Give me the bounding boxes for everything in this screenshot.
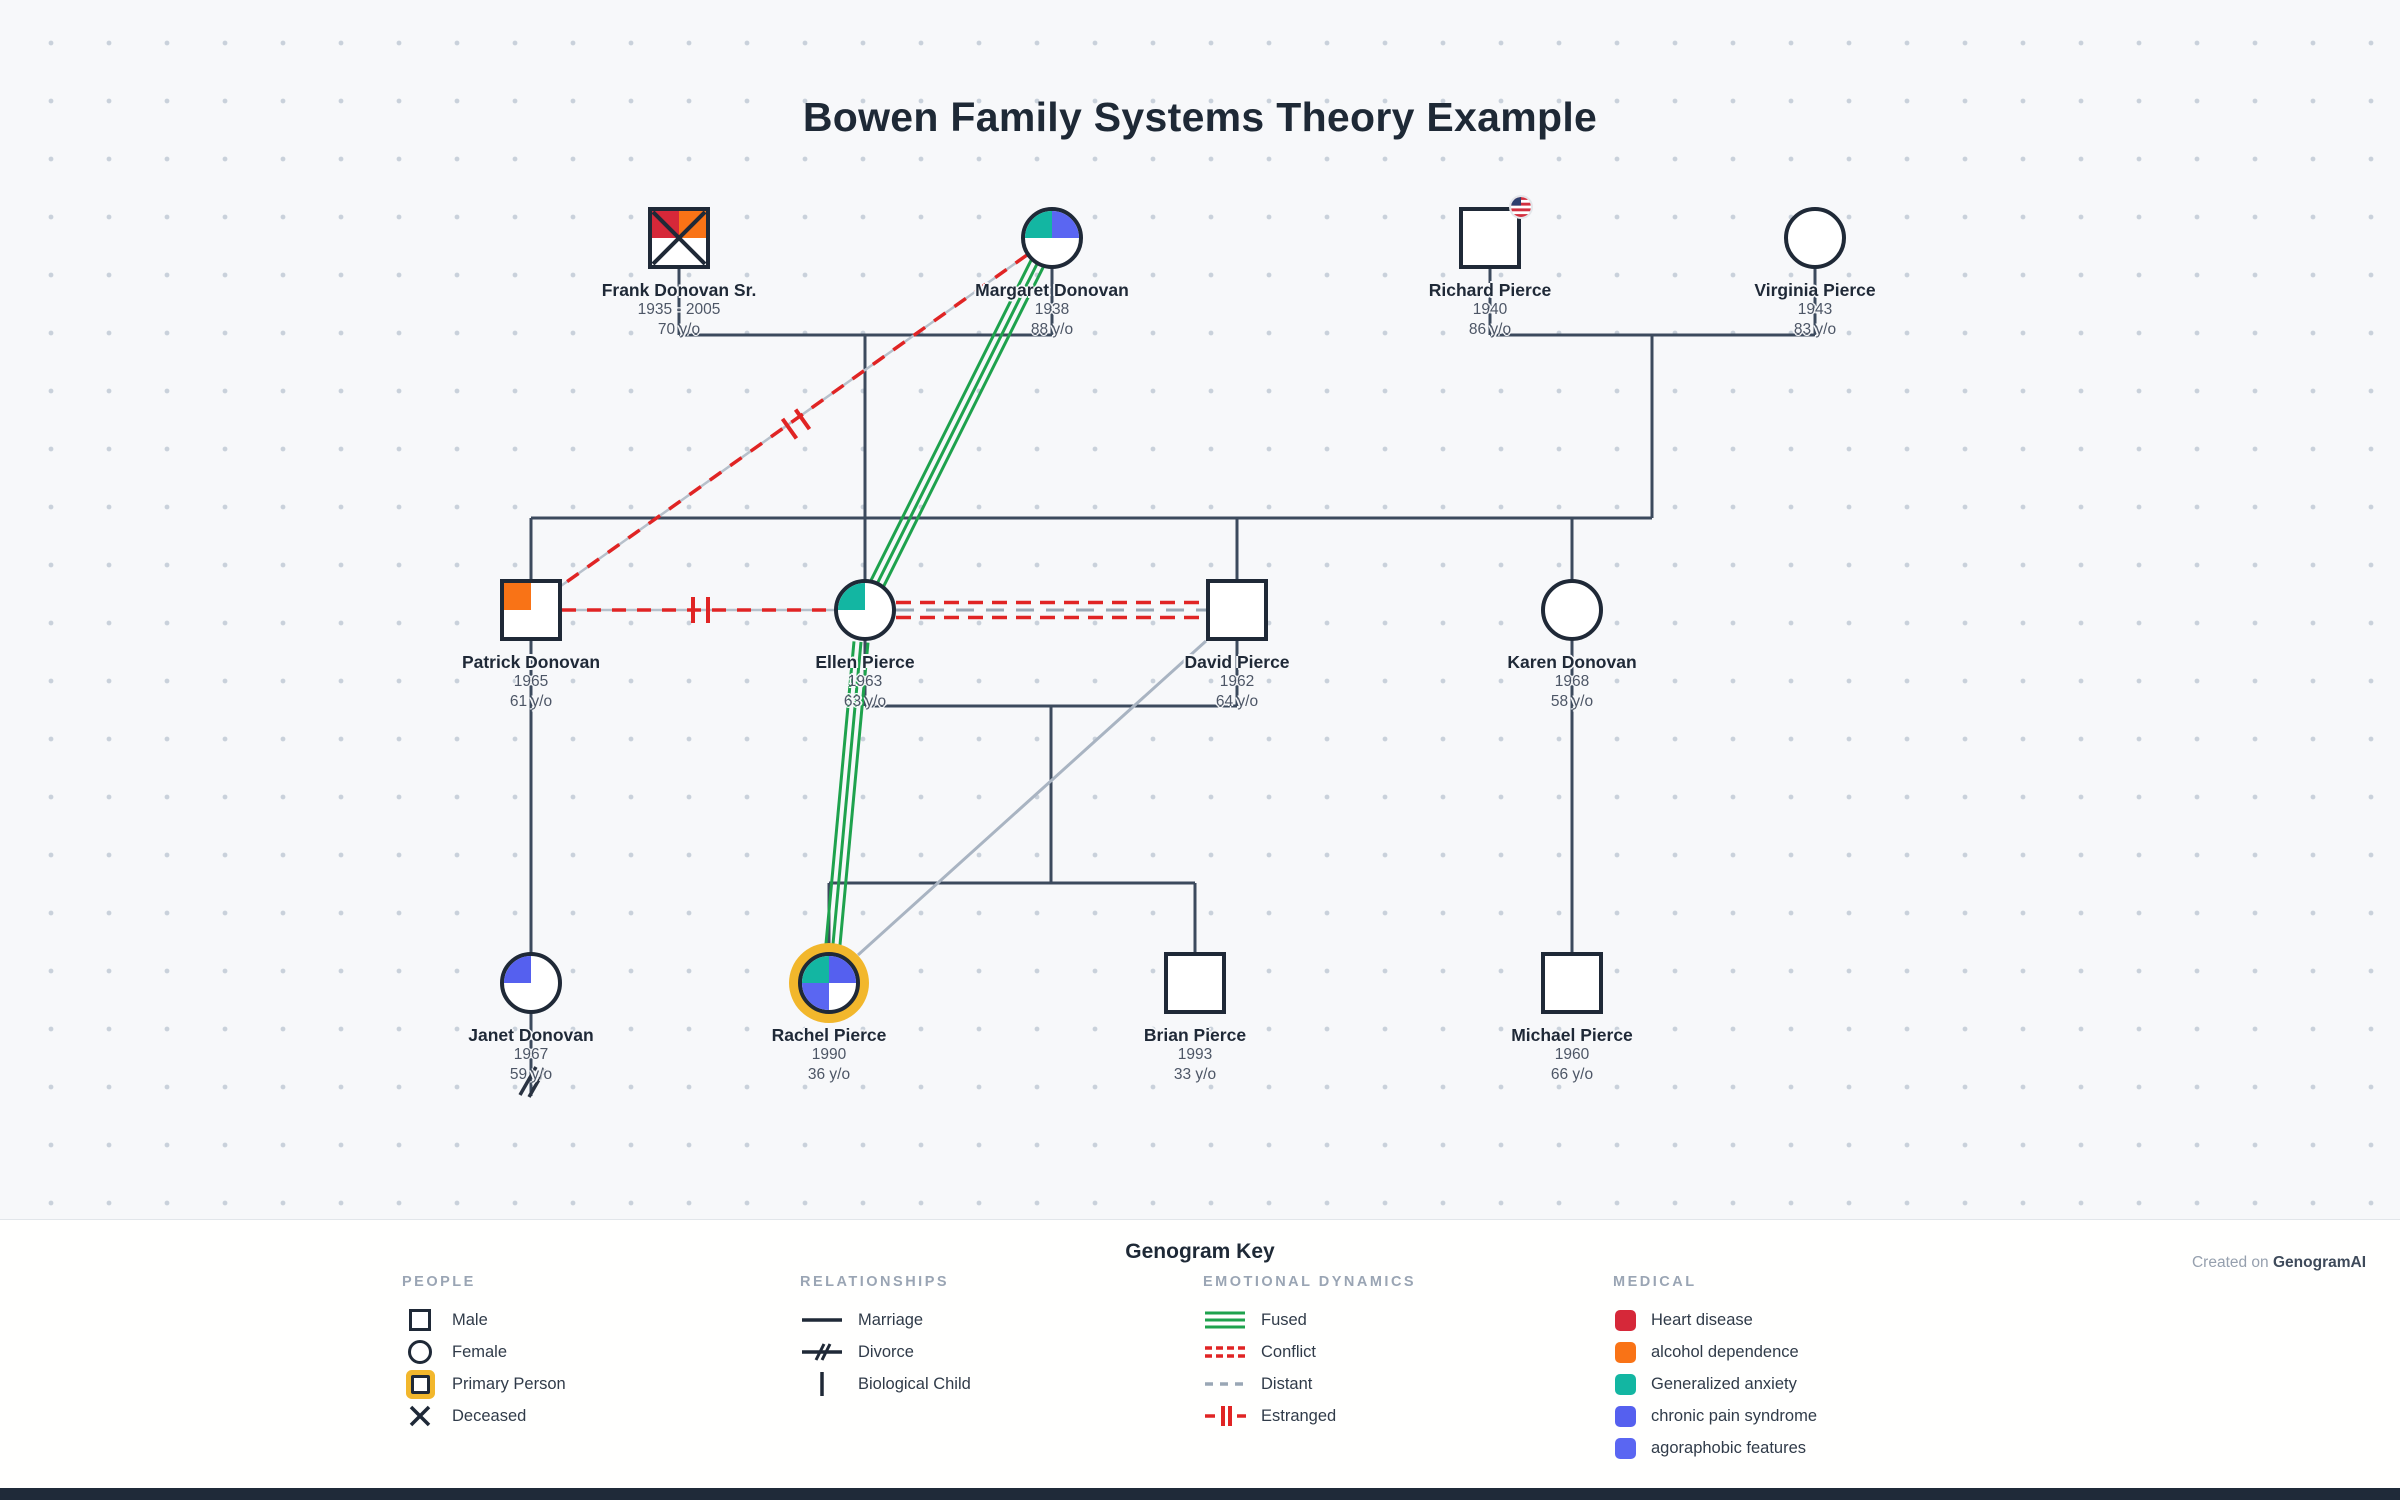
key-item-label: Deceased xyxy=(452,1406,527,1425)
medical-swatch-generalized-anxiety-icon xyxy=(1613,1373,1637,1395)
bottom-accent-bar xyxy=(0,1488,2400,1500)
biological-child-line-icon xyxy=(800,1369,844,1399)
key-item-primary-person: Primary Person xyxy=(402,1368,566,1400)
key-item-label: Primary Person xyxy=(452,1374,566,1393)
key-item-biological-child: Biological Child xyxy=(800,1368,971,1400)
key-item-label: Male xyxy=(452,1310,488,1329)
condition-quadrant-chronic-pain-syndrome xyxy=(829,956,856,983)
primary-person-icon xyxy=(402,1374,438,1394)
conflict-dashes-icon xyxy=(1203,1340,1247,1364)
key-item-alcohol-dependence: alcohol dependence xyxy=(1613,1336,1817,1368)
key-item-female: Female xyxy=(402,1336,566,1368)
key-item-label: Divorce xyxy=(858,1342,914,1361)
condition-quadrant-generalized-anxiety xyxy=(1025,211,1052,238)
condition-quadrant-agoraphobic-features xyxy=(1052,211,1079,238)
condition-quadrant-generalized-anxiety xyxy=(838,583,865,610)
condition-quadrant-alcohol-dependence xyxy=(504,583,531,610)
medical-swatch-agoraphobic-features-icon xyxy=(1613,1437,1637,1459)
key-item-label: Biological Child xyxy=(858,1374,971,1393)
divorce-line-icon xyxy=(800,1340,844,1364)
person-node-michael[interactable] xyxy=(1541,952,1603,1014)
key-item-divorce: Divorce xyxy=(800,1336,971,1368)
key-item-marriage: Marriage xyxy=(800,1304,971,1336)
key-item-label: Generalized anxiety xyxy=(1651,1374,1797,1393)
key-item-label: Marriage xyxy=(858,1310,924,1329)
key-item-heart-disease: Heart disease xyxy=(1613,1304,1817,1336)
estranged-line-patrick-ellen xyxy=(562,597,834,623)
immigrant-flag-badge xyxy=(1509,195,1533,219)
key-section-header-people: PEOPLE xyxy=(402,1274,476,1290)
person-node-patrick[interactable] xyxy=(500,579,562,641)
deceased-x-icon xyxy=(402,1404,438,1428)
page-title: Bowen Family Systems Theory Example xyxy=(802,94,1598,140)
fused-lines-margaret-ellen xyxy=(868,258,1046,590)
person-node-richard[interactable] xyxy=(1459,207,1521,269)
person-node-brian[interactable] xyxy=(1164,952,1226,1014)
condition-quadrant-chronic-pain-syndrome xyxy=(504,956,531,983)
key-item-label: Distant xyxy=(1261,1374,1313,1393)
us-flag-icon xyxy=(1511,197,1531,217)
key-title: Genogram Key xyxy=(1125,1240,1275,1263)
male-icon xyxy=(402,1309,438,1331)
key-item-label: Estranged xyxy=(1261,1406,1337,1425)
fused-lines-icon xyxy=(1203,1308,1247,1332)
deceased-x-icon xyxy=(652,211,706,265)
key-item-chronic-pain-syndrome: chronic pain syndrome xyxy=(1613,1400,1817,1432)
key-item-label: agoraphobic features xyxy=(1651,1438,1807,1457)
key-item-generalized-anxiety: Generalized anxiety xyxy=(1613,1368,1817,1400)
estranged-bars-icon xyxy=(1203,1402,1247,1430)
distant-dash-icon xyxy=(1203,1372,1247,1396)
person-node-frank[interactable] xyxy=(648,207,710,269)
key-section-header-relationships: RELATIONSHIPS xyxy=(800,1274,950,1290)
female-icon xyxy=(402,1340,438,1364)
key-item-deceased: Deceased xyxy=(402,1400,566,1432)
credit-prefix: Created on xyxy=(2191,1254,2273,1271)
key-item-estranged: Estranged xyxy=(1203,1400,1416,1432)
person-node-margaret[interactable] xyxy=(1021,207,1083,269)
credit-line: Created on GenogramAI xyxy=(2192,1254,2366,1272)
conflict-line-ellen-david xyxy=(896,600,1206,620)
estranged-line-margaret-patrick xyxy=(556,253,1029,590)
key-item-label: chronic pain syndrome xyxy=(1651,1406,1817,1425)
key-item-agoraphobic-features: agoraphobic features xyxy=(1613,1432,1817,1464)
person-node-david[interactable] xyxy=(1206,579,1268,641)
medical-swatch-chronic-pain-syndrome-icon xyxy=(1613,1405,1637,1427)
person-node-virginia[interactable] xyxy=(1784,207,1846,269)
key-item-label: Female xyxy=(452,1342,508,1361)
person-node-karen[interactable] xyxy=(1541,579,1603,641)
person-node-janet[interactable] xyxy=(500,952,562,1014)
condition-quadrant-agoraphobic-features xyxy=(802,983,829,1010)
key-item-label: Heart disease xyxy=(1651,1310,1753,1329)
person-node-rachel[interactable] xyxy=(798,952,860,1014)
fused-lines-ellen-rachel xyxy=(823,641,870,956)
person-node-ellen[interactable] xyxy=(834,579,896,641)
distant-line-david-rachel xyxy=(856,639,1208,957)
condition-quadrant-generalized-anxiety xyxy=(802,956,829,983)
key-item-distant: Distant xyxy=(1203,1368,1416,1400)
key-item-label: Conflict xyxy=(1261,1342,1317,1361)
divorce-mark-janet xyxy=(518,1066,547,1098)
family-lines xyxy=(529,267,1817,1096)
key-item-label: alcohol dependence xyxy=(1651,1342,1799,1361)
key-item-male: Male xyxy=(402,1304,566,1336)
key-item-fused: Fused xyxy=(1203,1304,1416,1336)
medical-swatch-heart-disease-icon xyxy=(1613,1309,1637,1331)
credit-brand: GenogramAI xyxy=(2272,1254,2366,1271)
key-item-conflict: Conflict xyxy=(1203,1336,1416,1368)
marriage-line-icon xyxy=(800,1308,844,1332)
key-section-header-medical: MEDICAL xyxy=(1613,1274,1697,1290)
medical-swatch-alcohol-dependence-icon xyxy=(1613,1341,1637,1363)
key-item-label: Fused xyxy=(1261,1310,1307,1329)
genogram-key-panel xyxy=(0,1219,2400,1489)
key-section-header-emotional: EMOTIONAL DYNAMICS xyxy=(1203,1274,1417,1290)
